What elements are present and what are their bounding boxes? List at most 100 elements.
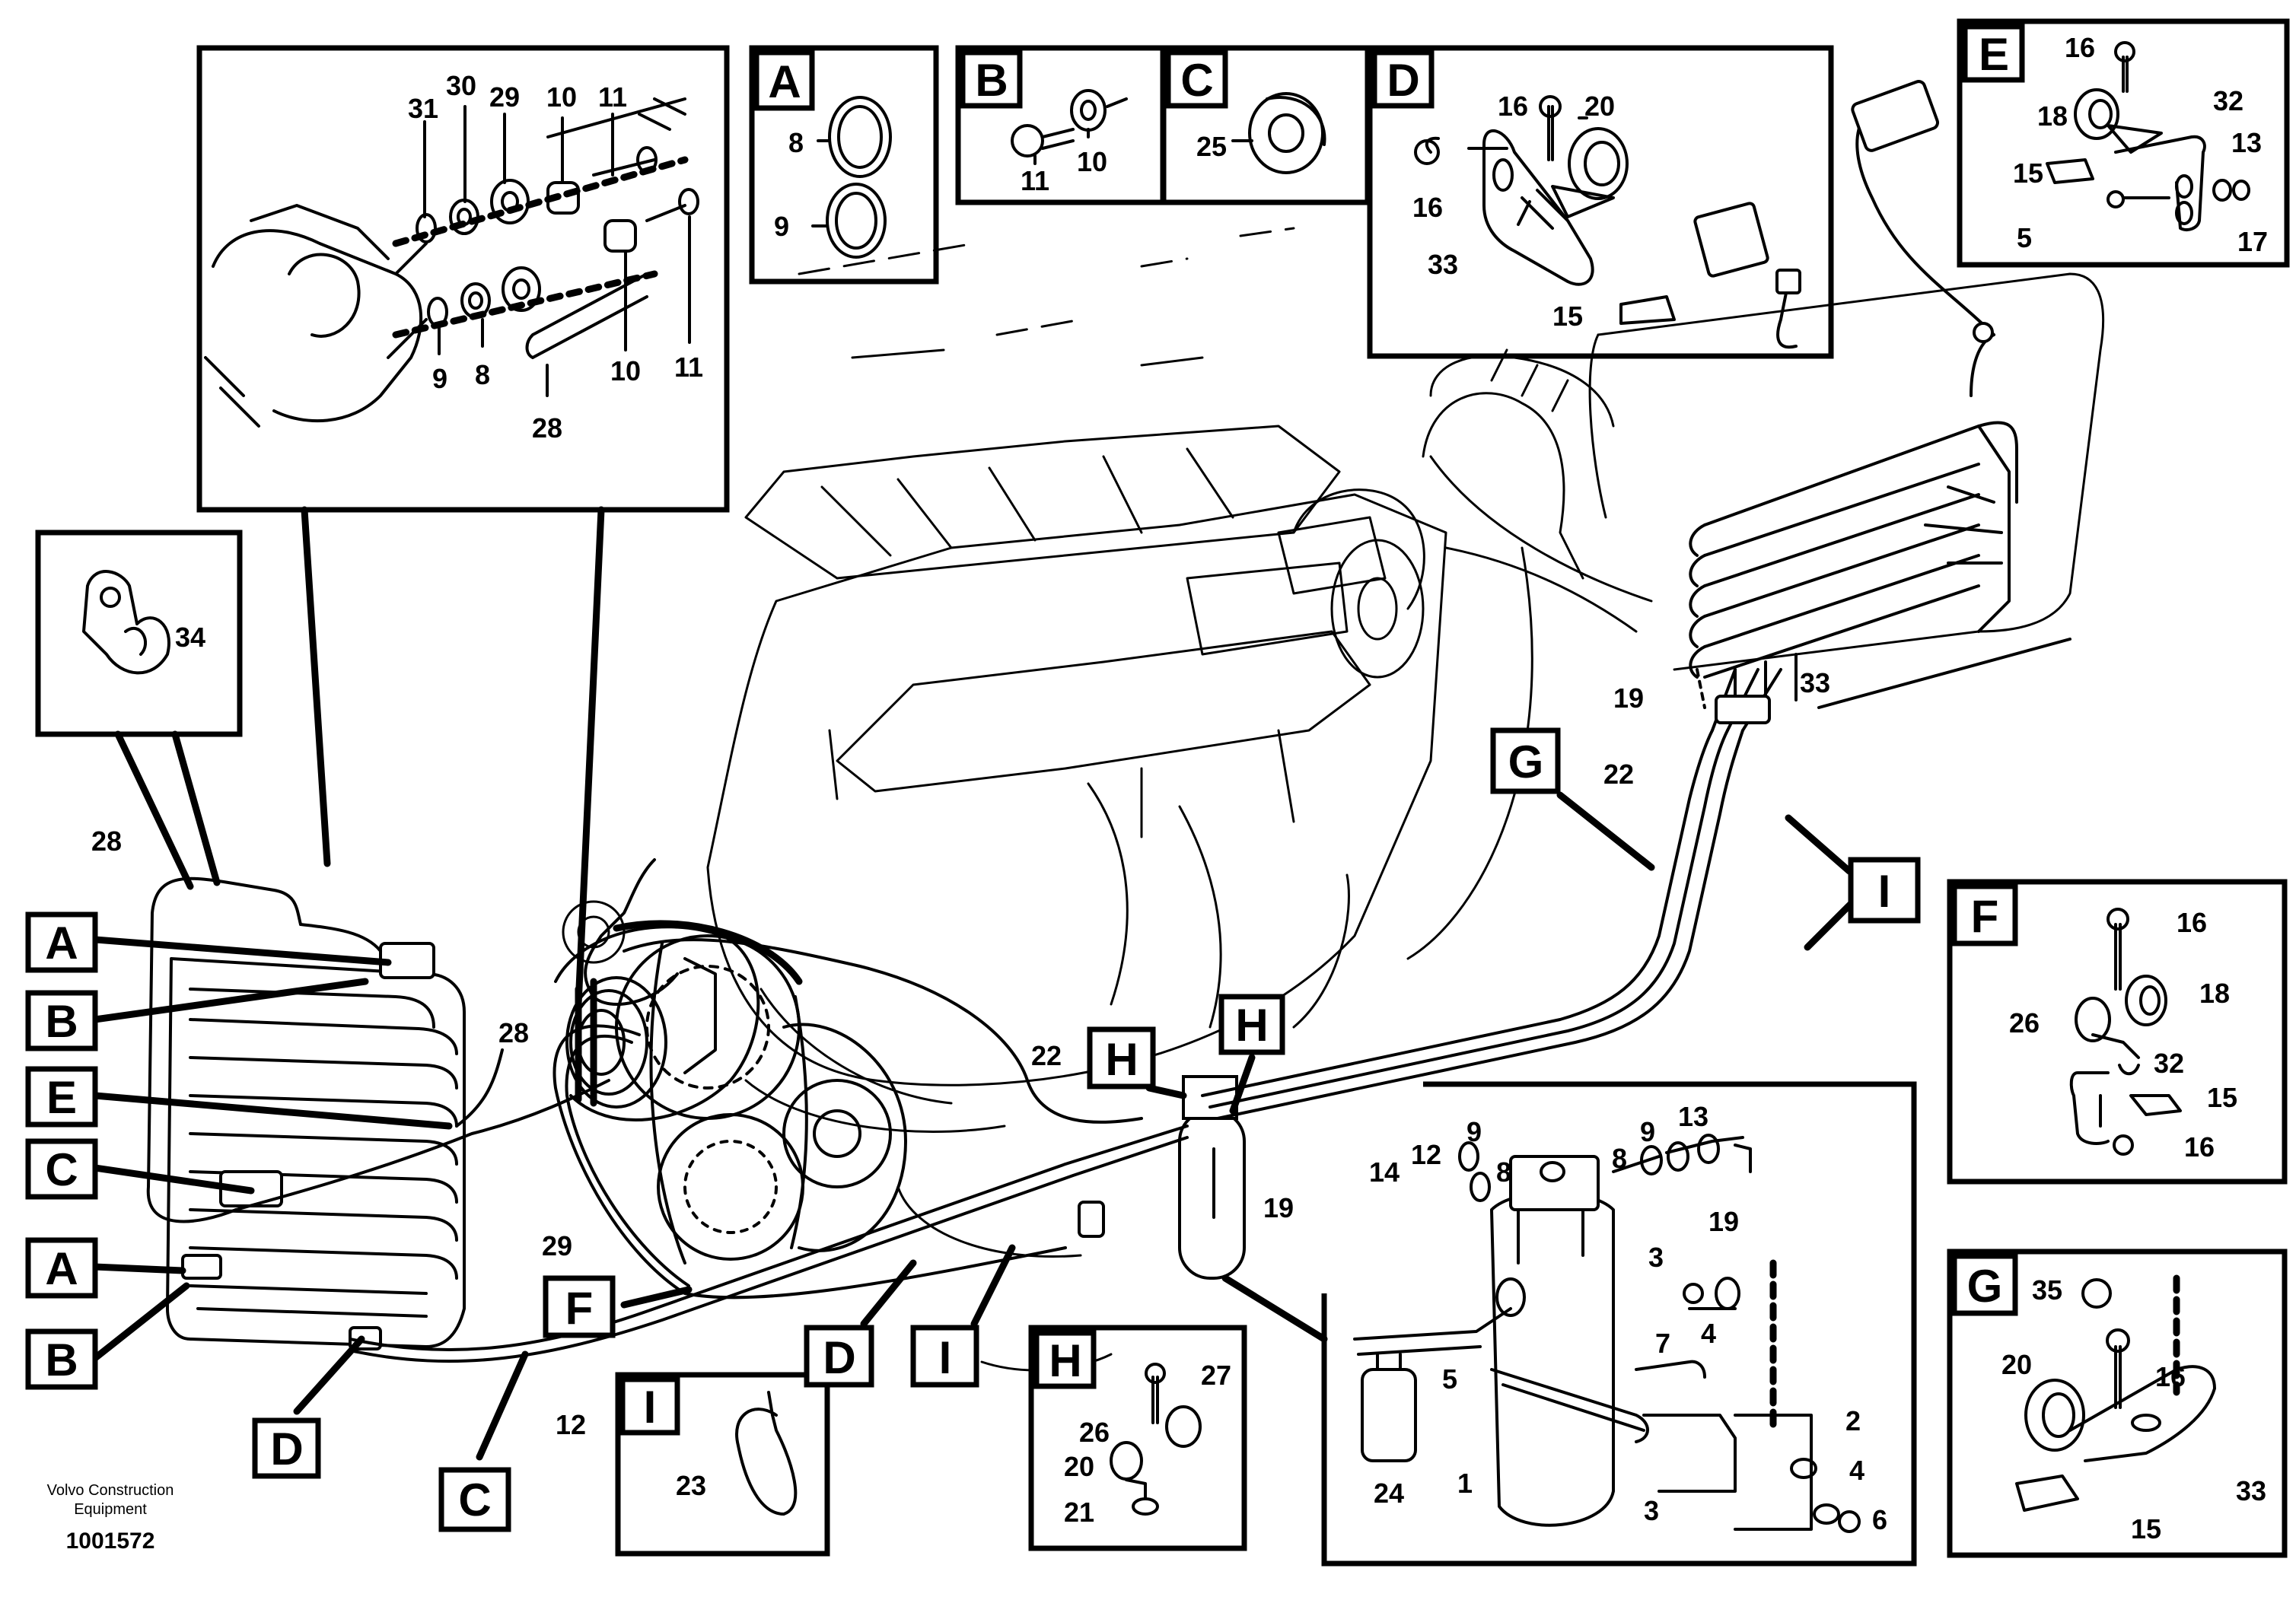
tag-label-B-top: B	[45, 996, 78, 1047]
receiver-drier-small	[1078, 1075, 1246, 1280]
callout-5: 5	[2017, 222, 2032, 253]
inset-receiver-drier	[1321, 1081, 1917, 1567]
tag-H-right[interactable]	[1218, 994, 1285, 1055]
callout-15: 15	[1552, 301, 1583, 332]
callout-20: 20	[1064, 1451, 1094, 1482]
callout-3: 3	[1648, 1242, 1664, 1273]
callout-4: 4	[1849, 1455, 1865, 1486]
inset-fitting-exploded	[196, 45, 730, 513]
tag-label-F: F	[565, 1283, 594, 1334]
callout-16: 16	[1412, 192, 1443, 223]
tag-D-mid[interactable]	[804, 1325, 874, 1388]
caption-brand-line2: Equipment	[74, 1501, 147, 1518]
inset-label-D: D	[1387, 55, 1419, 106]
callout-23: 23	[676, 1470, 706, 1501]
callout-34: 34	[175, 622, 205, 653]
tag-label-E: E	[46, 1072, 77, 1123]
callout-15: 15	[2207, 1082, 2237, 1113]
callout-29: 29	[489, 81, 520, 113]
inset-F	[1947, 879, 2288, 1185]
callout-10: 10	[1077, 146, 1107, 177]
inset-D	[1367, 45, 1834, 359]
inset-G	[1947, 1249, 2288, 1558]
tag-label-A-top: A	[45, 918, 78, 969]
callout-11: 11	[1021, 165, 1049, 196]
tag-label-D-mid: D	[823, 1332, 855, 1383]
callout-26: 26	[1079, 1417, 1110, 1448]
callout-8: 8	[475, 359, 490, 390]
callout-15: 15	[2131, 1513, 2161, 1544]
callout-15: 15	[2013, 157, 2043, 189]
callout-16: 16	[2065, 32, 2095, 63]
inset-label-A: A	[768, 56, 801, 107]
callout-16: 16	[2155, 1361, 2186, 1392]
tag-H-left[interactable]	[1087, 1026, 1156, 1090]
inset-label-G: G	[1967, 1261, 2003, 1312]
callout-31: 31	[408, 93, 438, 124]
belt-drive	[562, 858, 907, 1264]
callout-8: 8	[1612, 1143, 1627, 1174]
callout-1: 1	[1457, 1468, 1473, 1499]
callout-18: 18	[2199, 978, 2230, 1009]
callout-33: 33	[2236, 1475, 2266, 1506]
callout-20: 20	[1584, 91, 1615, 122]
callout-8: 8	[788, 127, 804, 158]
evaporator	[1689, 421, 2071, 709]
callout-13: 13	[1678, 1101, 1708, 1132]
callout-30: 30	[446, 70, 476, 101]
tag-label-C-bottom: C	[458, 1474, 491, 1525]
callout-13: 13	[2231, 127, 2262, 158]
callout-29: 29	[542, 1230, 572, 1261]
tag-label-H-left: H	[1105, 1034, 1138, 1085]
callout-16: 16	[1498, 91, 1528, 122]
caption-brand-line1: Volvo Construction	[47, 1482, 174, 1499]
tag-C-left[interactable]	[25, 1138, 98, 1200]
callout-26: 26	[2009, 1007, 2040, 1039]
callout-6: 6	[1872, 1504, 1887, 1535]
tag-B-bottom[interactable]	[25, 1328, 98, 1390]
callout-5: 5	[1442, 1363, 1457, 1395]
tag-B-top[interactable]	[25, 990, 98, 1051]
callout-24: 24	[1374, 1478, 1404, 1509]
callout-21: 21	[1064, 1497, 1094, 1528]
inset-label-B: B	[975, 55, 1008, 106]
inset-label-F: F	[1971, 891, 1999, 942]
callout-20: 20	[2001, 1349, 2032, 1380]
callout-9: 9	[1466, 1116, 1482, 1147]
callout-28: 28	[91, 825, 122, 857]
tag-I-right[interactable]	[1848, 857, 1921, 924]
tag-label-A-bottom: A	[45, 1243, 78, 1294]
tag-label-I-right: I	[1878, 866, 1891, 917]
callout-33: 33	[1800, 667, 1830, 698]
callout-22: 22	[1031, 1040, 1062, 1071]
callout-4: 4	[1701, 1318, 1716, 1349]
tag-D-left[interactable]	[252, 1417, 321, 1479]
tag-A-top[interactable]	[25, 911, 98, 973]
tag-I-mid[interactable]	[910, 1325, 979, 1388]
caption-figure-number: 1001572	[66, 1529, 155, 1554]
letter-tags	[25, 727, 1921, 1532]
inset-label-H: H	[1049, 1335, 1081, 1386]
tag-C-bottom[interactable]	[438, 1467, 511, 1532]
callout-19: 19	[1263, 1192, 1294, 1223]
callout-7: 7	[1655, 1328, 1670, 1359]
tag-label-I-mid: I	[939, 1332, 952, 1383]
leader-lines	[91, 506, 1861, 1461]
callout-9: 9	[774, 211, 789, 242]
callout-10: 10	[610, 355, 641, 387]
tag-label-C-left: C	[45, 1144, 78, 1195]
tag-F[interactable]	[543, 1275, 616, 1338]
callout-25: 25	[1196, 131, 1227, 162]
tag-G[interactable]	[1490, 727, 1561, 794]
callout-11: 11	[598, 81, 627, 113]
tag-E[interactable]	[25, 1066, 98, 1128]
inset-A	[749, 45, 939, 285]
tag-A-bottom[interactable]	[25, 1237, 98, 1299]
callout-2: 2	[1845, 1405, 1861, 1436]
tag-label-D-left: D	[270, 1424, 303, 1474]
callout-11: 11	[674, 352, 703, 383]
callout-12: 12	[1411, 1139, 1441, 1170]
tag-label-B-bottom: B	[45, 1334, 78, 1385]
